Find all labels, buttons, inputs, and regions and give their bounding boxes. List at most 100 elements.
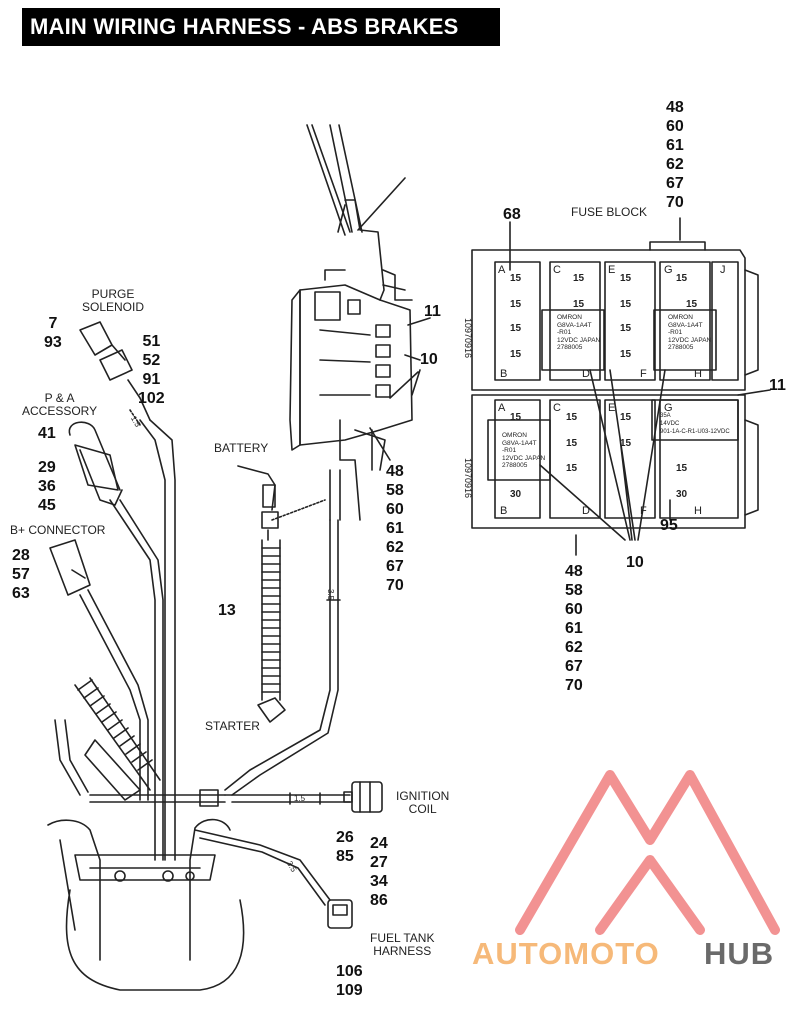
harness-to-module-2 — [231, 519, 339, 796]
fuse-value: 15 — [510, 412, 522, 423]
title-bar — [22, 8, 500, 46]
watermark-text-1: AUTOMOTO — [472, 936, 660, 971]
wire-mark: 3.5 — [326, 588, 336, 601]
ignition-branch — [224, 794, 351, 803]
top-cable-2 — [311, 124, 351, 233]
starter-label: STARTER — [205, 719, 260, 733]
fuse-block-code: 10970916 — [463, 318, 473, 359]
lower-col-c: C — [553, 402, 561, 414]
top-cable-3 — [329, 124, 353, 233]
top-cable-5 — [357, 177, 406, 231]
fuse-value: 15 — [620, 349, 632, 360]
wire-mark: 1.5 — [294, 794, 306, 803]
frame-bracket — [47, 818, 245, 991]
fuse-value: 15 — [676, 463, 688, 474]
upper-bot-d: D — [582, 368, 590, 380]
accessory-wire — [109, 499, 156, 861]
purge-wire — [139, 419, 166, 861]
upper-col-c: C — [553, 264, 561, 276]
pa-accessory-connector — [68, 421, 123, 506]
callout-11-module: 11 — [424, 303, 441, 320]
fuse-value: 15 — [620, 438, 632, 449]
fuse-value: 15 — [510, 323, 522, 334]
upper-bot-h: H — [694, 368, 702, 380]
fuse-value: 15 — [566, 438, 578, 449]
fuse-value: 15 — [510, 299, 522, 310]
lower-col-a: A — [498, 402, 506, 414]
upper-col-a: A — [498, 264, 506, 276]
fuse-block-art — [369, 217, 771, 556]
fuse-value: 15 — [676, 273, 688, 284]
fuse-value: 30 — [510, 489, 522, 500]
top-cable-1 — [306, 124, 346, 236]
callout-10-module: 10 — [420, 351, 438, 368]
ignition-coil-connector — [343, 781, 383, 813]
lower-col-e: E — [608, 402, 616, 414]
lower-bot-b: B — [500, 505, 508, 517]
fuse-value: 15 — [510, 273, 522, 284]
watermark-logo — [515, 770, 780, 935]
fuel-tank-wire — [194, 829, 331, 901]
lower-bot-f: F — [640, 505, 647, 517]
b-plus-connector-label: B+ CONNECTOR — [10, 523, 106, 537]
callout-10-fuse: 10 — [626, 554, 644, 571]
fuse-value: 15 — [573, 299, 585, 310]
upper-bot-b: B — [500, 368, 508, 380]
purge-solenoid-connector — [79, 321, 151, 426]
main-trunk — [89, 794, 226, 803]
lower-bot-d: D — [582, 505, 590, 517]
battery-cable — [237, 465, 326, 541]
watermark-text-2: HUB — [704, 936, 775, 971]
trunk-clip — [199, 789, 219, 807]
callout-95: 95 — [660, 517, 678, 534]
abs-module — [289, 199, 413, 521]
lower-bot-h: H — [694, 505, 702, 517]
lower-col-g: G — [664, 402, 673, 414]
ignition-branch-ticks — [289, 792, 321, 805]
fuse-value: 15 — [620, 299, 632, 310]
fuse-value: 30 — [676, 489, 688, 500]
upper-bot-f: F — [640, 368, 647, 380]
page-title: MAIN WIRING HARNESS - ABS BRAKES — [30, 14, 459, 39]
upper-col-g: G — [664, 264, 673, 276]
fuse-block-code: 10970916 — [463, 458, 473, 499]
callout-fuse-68: 68 — [503, 206, 521, 223]
fuse-value: 15 — [620, 323, 632, 334]
fuse-value: 15 — [620, 412, 632, 423]
battery-label: BATTERY — [214, 441, 269, 455]
accessory-wire-2 — [119, 499, 164, 861]
fuse-value: 15 — [510, 349, 522, 360]
fuse-value: 15 — [566, 412, 578, 423]
callout-11-fuse: 11 — [769, 377, 786, 394]
callout-13: 13 — [218, 602, 236, 619]
starter-cable-coil — [257, 539, 286, 723]
upper-col-j: J — [720, 264, 726, 276]
fuel-tank-wire-2 — [199, 837, 326, 906]
b-plus-connector — [49, 539, 149, 801]
fuse-value: 15 — [573, 273, 585, 284]
fuse-value: 15 — [620, 273, 632, 284]
fuse-block-label: FUSE BLOCK — [571, 205, 648, 219]
callout-pa-41: 41 — [38, 425, 56, 442]
fuse-value: 15 — [566, 463, 578, 474]
